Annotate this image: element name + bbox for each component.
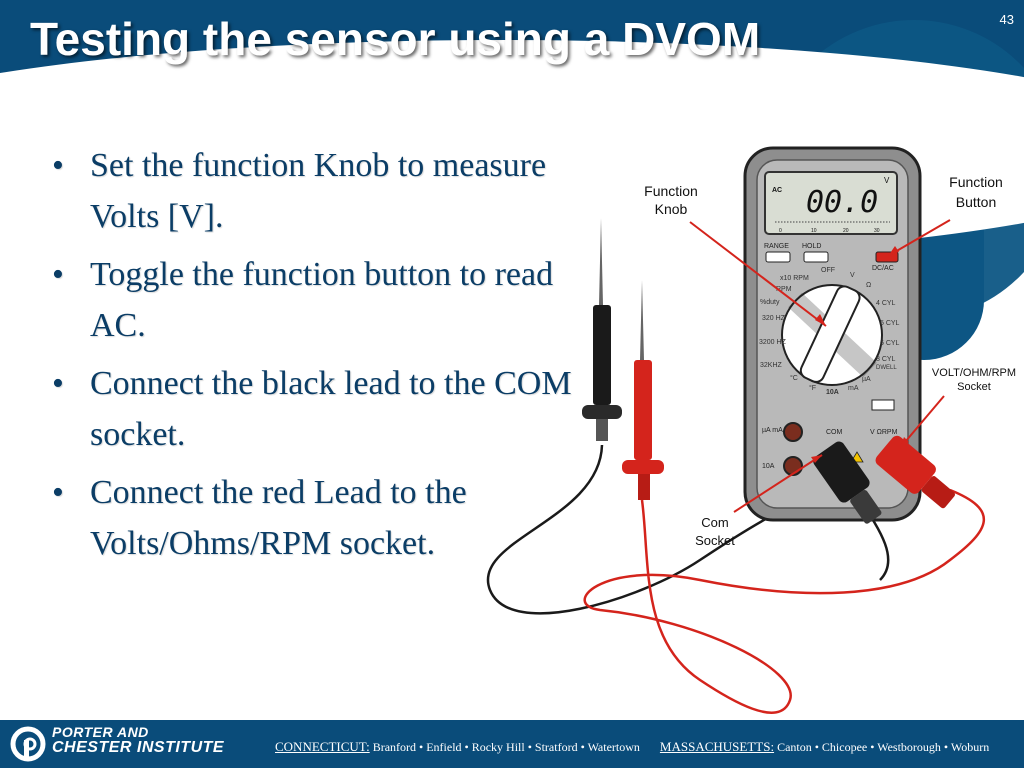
dial-label: OFF: [821, 267, 835, 274]
footer-locations: CONNECTICUT: Branford • Enfield • Rocky …: [275, 739, 989, 755]
callout-line-com-socket: [733, 454, 823, 513]
hold-button: [803, 251, 829, 263]
bullet-symbol: •: [52, 147, 64, 184]
bullet-text: Connect the black lead to the COM socket…: [90, 365, 572, 453]
callout-line-button: [887, 219, 951, 257]
ct-locations: Branford • Enfield • Rocky Hill • Stratf…: [372, 740, 640, 754]
bullet-item: • Toggle the function button to read AC.: [52, 249, 572, 351]
bullet-item: • Connect the black lead to the COM socke…: [52, 358, 572, 460]
callout-line-volt-socket: [899, 395, 945, 449]
dial-label: RPM: [776, 286, 792, 293]
lcd-mode: AC: [772, 187, 782, 194]
callout-function-button: Button: [956, 194, 996, 210]
jack-label-com: COM: [826, 429, 843, 436]
bullet-symbol: •: [52, 256, 64, 293]
bullet-text: Toggle the function button to read AC.: [90, 256, 554, 344]
black-probe: [582, 218, 622, 441]
page-number: 43: [999, 12, 1014, 27]
callout-com-socket: Com: [701, 515, 728, 530]
fuse-indicator: [871, 399, 895, 411]
jack-label-ua-ma: µA mA: [762, 427, 783, 434]
multimeter-diagram: AC V 00.0 0 10 20 30 RANGE HOLD DC/AC OF…: [486, 146, 1016, 714]
lcd-unit: V: [884, 176, 890, 185]
ua-ma-jack: [783, 422, 803, 442]
dial-label: 4 CYL: [876, 300, 896, 307]
bullet-symbol: •: [52, 365, 64, 402]
dial-label: °C: [790, 374, 798, 382]
institute-name-line2: CHESTER INSTITUTE: [52, 739, 225, 756]
callout-com-socket: Socket: [695, 533, 735, 548]
dial-label: 320 HZ: [762, 315, 786, 322]
dial-label: 10A: [826, 389, 839, 396]
range-button: [765, 251, 791, 263]
dial-label: x10 RPM: [780, 275, 809, 282]
jack-label-v-rpm: V ΩRPM: [870, 429, 898, 436]
dcac-label: DC/AC: [872, 265, 894, 272]
red-lead-wire: [583, 488, 985, 714]
callout-function-button: Function: [949, 174, 1003, 190]
footer-bar: [0, 720, 1024, 768]
red-probe: [622, 280, 664, 500]
slide-title: Testing the sensor using a DVOM: [30, 13, 761, 65]
dial-label: °F: [809, 384, 816, 392]
callout-line-knob: [689, 221, 827, 327]
hold-label: HOLD: [802, 243, 821, 250]
lcd-reading: 00.0: [806, 185, 878, 220]
bullet-text: Connect the red Lead to the Volts/Ohms/R…: [90, 474, 467, 562]
callout-volt-ohm-rpm-socket: VOLT/OHM/RPM: [932, 367, 1016, 379]
jack-label-10a: 10A: [762, 463, 775, 470]
callout-volt-ohm-rpm-socket: Socket: [957, 381, 991, 393]
10a-jack: [783, 456, 803, 476]
ma-label: MASSACHUSETTS:: [659, 739, 775, 754]
callout-function-knob: Function: [644, 183, 698, 199]
dial-label: 8 CYL: [876, 356, 896, 363]
callout-function-knob: Knob: [655, 201, 688, 217]
institute-name: PORTER AND CHESTER INSTITUTE: [52, 724, 224, 756]
v-rpm-connector: [875, 435, 955, 509]
bullet-text: Set the function Knob to measure Volts […: [90, 147, 547, 235]
scale-tick: 30: [874, 228, 880, 234]
dial-label: V: [850, 272, 855, 279]
range-label: RANGE: [764, 243, 789, 250]
bullet-item: • Set the function Knob to measure Volts …: [52, 140, 572, 242]
lcd-display: [764, 171, 898, 235]
dial-label: Ω: [866, 282, 871, 289]
bullet-list: • Set the function Knob to measure Volts …: [52, 140, 572, 576]
bullet-symbol: •: [52, 474, 64, 511]
bullet-item: • Connect the red Lead to the Volts/Ohms/…: [52, 467, 572, 569]
ma-locations: Canton • Chicopee • Westborough • Woburn: [777, 740, 990, 754]
institute-name-line1: PORTER AND: [52, 724, 149, 740]
dial-label: DWELL: [876, 365, 897, 371]
dial-label: µA: [862, 376, 871, 383]
dial-label: 6 CYL: [880, 340, 900, 347]
ct-label: CONNECTICUT:: [275, 739, 370, 754]
dial-label: 32KHZ: [760, 362, 783, 369]
scale-tick: 0: [779, 228, 782, 234]
dial-label: %duty: [760, 299, 780, 306]
dial-label: mA: [848, 385, 859, 392]
dial-label: 3200 HZ: [759, 339, 787, 346]
com-connector: [813, 441, 882, 524]
scale-tick: 20: [843, 228, 849, 234]
institute-logo-icon: [10, 726, 46, 762]
scale-tick: 10: [811, 228, 817, 234]
dial-label: 5 CYL: [880, 320, 900, 327]
